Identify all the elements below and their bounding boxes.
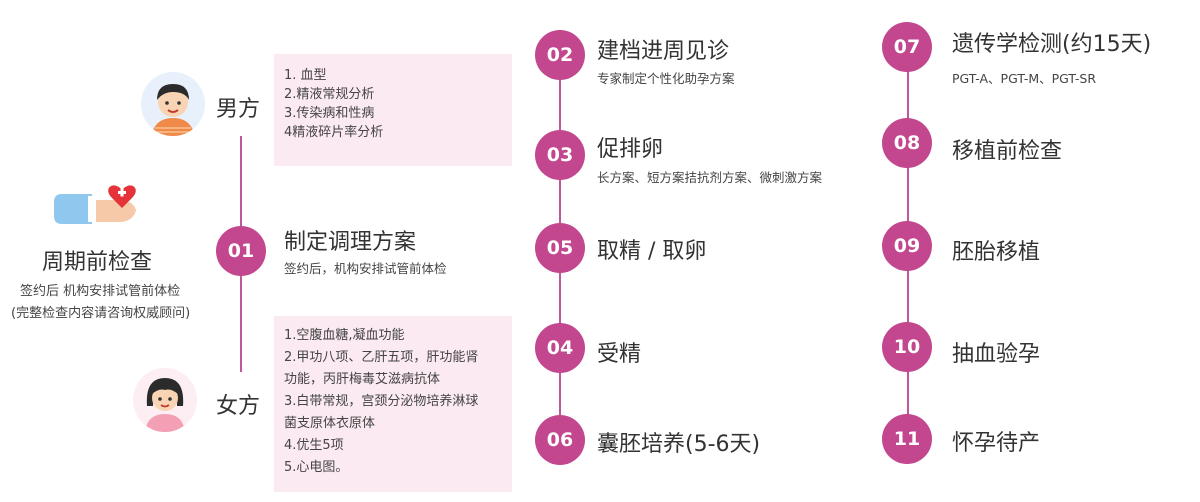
- step-03-number: 03: [535, 130, 585, 180]
- step-07-title: 遗传学检测(约15天): [952, 32, 1152, 57]
- female-avatar: [133, 368, 197, 432]
- female-exam-item: 2.甲功八项、乙肝五项，肝功能肾: [284, 350, 479, 365]
- female-exam-item: 1.空腹血糖,凝血功能: [284, 328, 405, 343]
- step-09-title: 胚胎移植: [952, 240, 1041, 265]
- step-05-number: 05: [535, 223, 585, 273]
- female-exam-item: 菌支原体衣原体: [284, 416, 376, 431]
- male-exam-item: 2.精液常规分析: [284, 87, 375, 102]
- step-08-number: 08: [882, 118, 932, 168]
- step-09-number: 09: [882, 221, 932, 271]
- male-exam-box: 1. 血型 2.精液常规分析 3.传染病和性病 4精液碎片率分析: [274, 54, 512, 166]
- step-01-number: 01: [216, 226, 266, 276]
- male-exam-item: 4精液碎片率分析: [284, 125, 384, 140]
- step-04-number: 04: [535, 323, 585, 373]
- step-04-title: 受精: [597, 342, 642, 367]
- step-01-subtitle: 签约后，机构安排试管前体检: [284, 261, 447, 276]
- female-exam-box: 1.空腹血糖,凝血功能 2.甲功八项、乙肝五项，肝功能肾 功能，丙肝梅毒艾滋病抗…: [274, 316, 512, 492]
- step-02-number: 02: [535, 30, 585, 80]
- female-label: 女方: [216, 394, 261, 419]
- step-05-title: 取精 / 取卵: [597, 239, 707, 264]
- female-exam-item: 3.白带常规，宫颈分泌物培养淋球: [284, 394, 479, 409]
- step-01-title: 制定调理方案: [284, 230, 417, 255]
- step-08-title: 移植前检查: [952, 139, 1063, 164]
- female-exam-item: 4.优生5项: [284, 438, 344, 453]
- step-07-subtitle: PGT-A、PGT-M、PGT-SR: [952, 71, 1097, 86]
- step-07-number: 07: [882, 22, 932, 72]
- heart-hand-icon: [52, 180, 140, 230]
- male-avatar: [141, 72, 205, 136]
- step-10-number: 10: [882, 322, 932, 372]
- step-03-title: 促排卵: [597, 137, 664, 162]
- pre-cycle-line1: 签约后 机构安排试管前体检: [20, 284, 181, 299]
- step-06-title: 囊胚培养(5-6天): [597, 432, 761, 457]
- pre-cycle-title: 周期前检查: [42, 250, 153, 275]
- step-02-title: 建档进周见诊: [597, 39, 730, 64]
- step-03-subtitle: 长方案、短方案拮抗剂方案、微刺激方案: [597, 170, 823, 185]
- male-exam-item: 1. 血型: [284, 68, 327, 83]
- step-02-subtitle: 专家制定个性化助孕方案: [597, 71, 735, 86]
- male-label: 男方: [216, 97, 261, 122]
- pre-cycle-line2: (完整检查内容请咨询权威顾问): [11, 306, 191, 321]
- female-exam-item: 5.心电图。: [284, 460, 349, 475]
- step-11-title: 怀孕待产: [952, 431, 1041, 456]
- step-06-number: 06: [535, 415, 585, 465]
- female-exam-item: 功能，丙肝梅毒艾滋病抗体: [284, 372, 441, 387]
- step-11-number: 11: [882, 414, 932, 464]
- male-exam-item: 3.传染病和性病: [284, 106, 375, 121]
- step-10-title: 抽血验孕: [952, 342, 1041, 367]
